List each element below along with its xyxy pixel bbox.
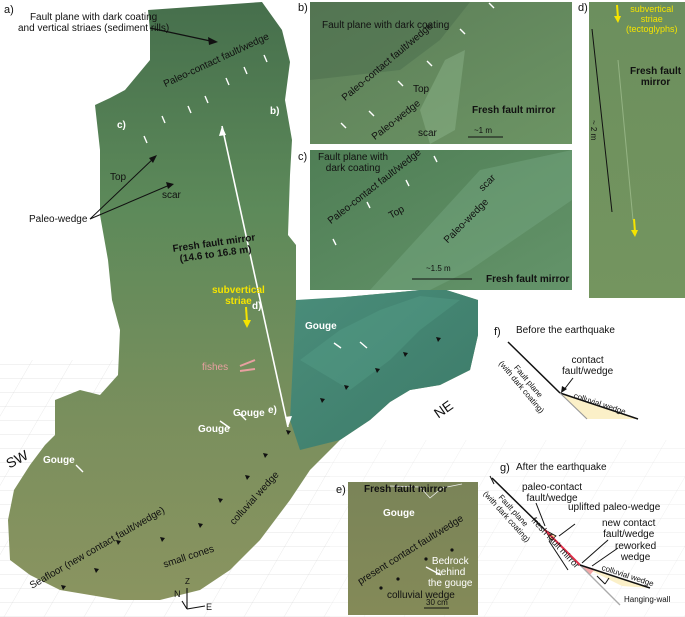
c-scale-label: ~1.5 m [426, 264, 451, 273]
panel-b-photo [310, 2, 572, 144]
g-uplifted-label: uplifted paleo-wedge [568, 502, 661, 513]
orthomosaic-main [8, 2, 478, 600]
d-fresh-mirror-line2: mirror [640, 77, 671, 88]
fault-plane-label: Fault plane with dark coating and vertic… [18, 12, 169, 34]
ref-d-label: d) [252, 301, 262, 312]
fault-plane-label-line1: Fault plane with dark coating [29, 12, 158, 23]
g-paleo-contact-label: paleo-contact fault/wedge [522, 482, 582, 504]
g-hanging-wall-label: Hanging-wall [624, 595, 671, 604]
g-reworked-line1: reworked [615, 541, 657, 552]
subvertical-line2: striae [225, 296, 252, 307]
panel-e-letter: e) [336, 484, 346, 496]
e-colluvial-label: colluvial wedge [387, 590, 455, 601]
b-scale-label: ~1 m [474, 126, 493, 135]
f-contact-line1: contact [571, 355, 604, 366]
d-subvertical-label: subvertical striae (tectoglyphs) [626, 4, 678, 35]
c-fault-plane-line1: Fault plane with [318, 152, 389, 163]
b-fresh-mirror-label: Fresh fault mirror [472, 105, 556, 116]
panel-f-letter: f) [494, 326, 501, 338]
panel-a-letter: a) [4, 4, 14, 16]
e-bedrock-label: Bedrock behind the gouge [428, 556, 473, 589]
gouge-label-ne: Gouge [305, 321, 337, 332]
e-scale-label: 30 cm [426, 598, 448, 607]
subvertical-line1: subvertical [212, 285, 265, 296]
b-fault-plane-label: Fault plane with dark coating [322, 20, 450, 31]
panel-c-letter: c) [298, 151, 308, 163]
g-new-contact-line1: new contact [602, 518, 656, 529]
scar-label: scar [162, 190, 181, 201]
f-contact-label: contact fault/wedge [562, 355, 613, 377]
e-bedrock-line3: the gouge [428, 578, 473, 589]
g-title: After the earthquake [516, 462, 607, 473]
f-title: Before the earthquake [516, 325, 615, 336]
g-new-contact-label: new contact fault/wedge [602, 518, 655, 540]
d-subvertical-line2: striae [640, 13, 663, 24]
panel-g-letter: g) [500, 462, 510, 474]
g-reworked-label: reworked wedge [615, 541, 656, 563]
g-paleo-contact-line2: fault/wedge [526, 493, 578, 504]
panel-g-diagram [489, 475, 651, 606]
panel-f-diagram [507, 341, 639, 420]
g-new-contact-line2: fault/wedge [603, 529, 655, 540]
gouge-label-left: Gouge [198, 424, 230, 435]
paleo-wedge-label: Paleo-wedge [29, 214, 88, 225]
c-fault-plane-line2: dark coating [325, 163, 381, 174]
ref-b-label: b) [270, 106, 280, 117]
colluvial-edge-markers [61, 337, 441, 590]
c-fresh-mirror-label: Fresh fault mirror [486, 274, 570, 285]
d-fresh-mirror-line1: Fresh fault [630, 66, 682, 77]
d-subvertical-line3: (tectoglyphs) [626, 23, 678, 34]
panel-d-letter: d) [578, 2, 588, 14]
d-scale-label: ~ 2 m [589, 120, 598, 141]
top-label: Top [110, 172, 127, 183]
subvertical-striae-label: subvertical striae [212, 285, 265, 307]
b-scar-label: scar [418, 128, 437, 139]
orthomosaic-ne-lobe [290, 288, 478, 450]
g-reworked-line2: wedge [620, 552, 651, 563]
gouge-label-center: Gouge [233, 408, 265, 419]
e-fresh-mirror-label: Fresh fault mirror [364, 484, 448, 495]
orientation-axes [181, 588, 206, 610]
axis-z-label: Z [185, 577, 190, 586]
b-top-label: Top [413, 84, 430, 95]
axis-e-label: E [206, 602, 213, 612]
g-paleo-contact-line1: paleo-contact [522, 482, 583, 493]
e-bedrock-line1: Bedrock [431, 556, 469, 567]
fault-plane-label-line2: and vertical striaes (sediment rills) [18, 23, 170, 34]
ref-e-label: e) [268, 405, 277, 416]
d-fresh-mirror-label: Fresh fault mirror [630, 66, 681, 88]
panel-b-letter: b) [298, 2, 308, 14]
f-contact-line2: fault/wedge [562, 366, 614, 377]
e-gouge-label: Gouge [383, 508, 415, 519]
gouge-label-sw: Gouge [43, 455, 75, 466]
panel-d-photo [589, 2, 685, 298]
e-bedrock-line2: behind [435, 567, 466, 578]
panel-c-photo [310, 150, 572, 290]
ref-c-label: c) [117, 120, 126, 131]
fishes-label: fishes [202, 362, 229, 373]
axis-n-label: N [174, 589, 181, 599]
fault-mirror-measure-line [221, 125, 289, 428]
d-subvertical-line1: subvertical [630, 4, 674, 14]
panel-e-photo [348, 482, 478, 615]
c-fault-plane-label: Fault plane with dark coating [318, 152, 388, 174]
